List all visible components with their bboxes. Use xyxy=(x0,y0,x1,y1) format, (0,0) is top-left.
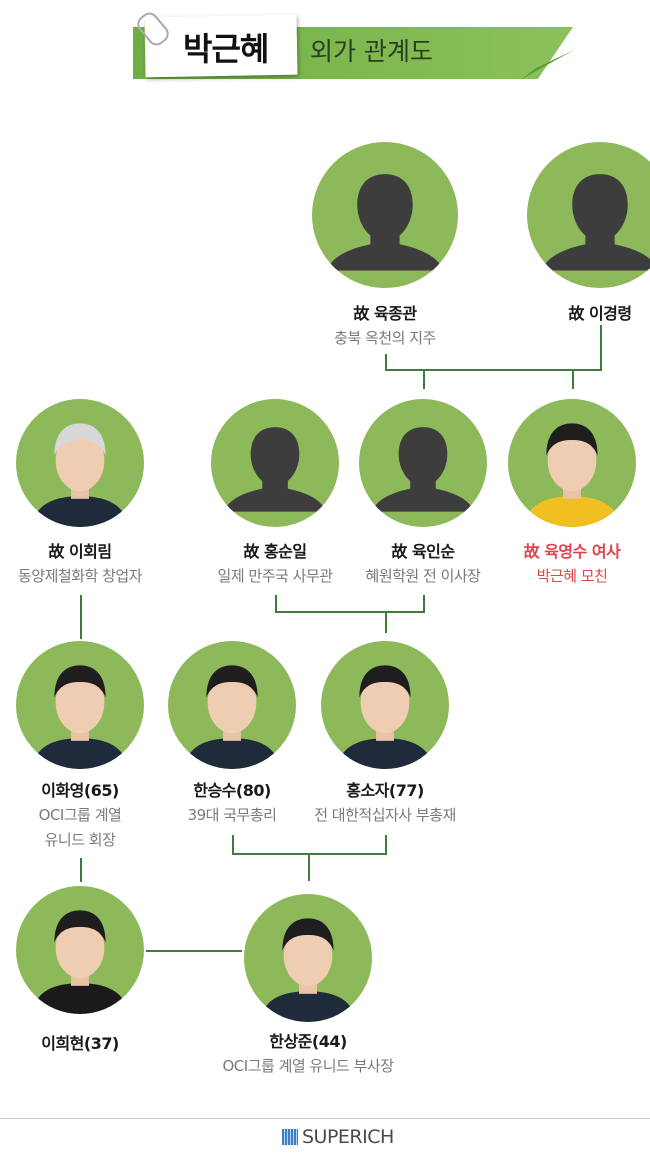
person-photo xyxy=(168,641,296,769)
person-photo xyxy=(16,641,144,769)
superich-logo-icon xyxy=(282,1129,298,1145)
person-silhouette-icon xyxy=(371,427,475,512)
silhouette-photo xyxy=(527,142,650,288)
connector-line xyxy=(423,369,425,389)
person-name: 故 육영수 여사 xyxy=(523,542,621,561)
footer-brand: SUPERICH xyxy=(302,1126,394,1148)
person-photo xyxy=(508,399,636,527)
person-photo xyxy=(244,894,372,1022)
person-portrait-icon xyxy=(31,910,129,1014)
connector-line xyxy=(275,595,277,613)
person-portrait-icon xyxy=(336,665,434,769)
person-description: OCI그룹 계열 xyxy=(38,806,122,824)
person-silhouette-icon xyxy=(541,174,650,271)
person-name: 故 이회림 xyxy=(48,542,112,561)
connector-line xyxy=(572,369,574,389)
person-portrait-icon xyxy=(31,423,129,527)
connector-line xyxy=(423,595,425,613)
silhouette-photo xyxy=(359,399,487,527)
person-photo xyxy=(16,886,144,1014)
page-title: 박근혜 xyxy=(183,30,269,68)
person-name: 홍소자(77) xyxy=(346,781,424,800)
person-photo xyxy=(321,641,449,769)
person-portrait-icon xyxy=(183,665,281,769)
connector-line xyxy=(385,835,387,855)
person-description: 혜원학원 전 이사장 xyxy=(365,567,481,585)
person-description: 일제 만주국 사무관 xyxy=(217,567,333,585)
connector-line xyxy=(146,950,242,952)
connector-line xyxy=(232,835,234,855)
person-description: 39대 국무총리 xyxy=(187,806,277,824)
connector-line xyxy=(80,595,82,639)
person-description: 박근혜 모친 xyxy=(536,567,608,585)
connector-line xyxy=(385,611,387,633)
connector-line xyxy=(308,853,310,881)
person-portrait-icon xyxy=(523,423,621,527)
person-name: 故 홍순일 xyxy=(243,542,307,561)
person-name: 한상준(44) xyxy=(269,1032,347,1051)
connector-line xyxy=(385,369,602,371)
person-silhouette-icon xyxy=(326,174,444,271)
person-description: OCI그룹 계열 유니드 부사장 xyxy=(222,1057,394,1075)
person-photo xyxy=(16,399,144,527)
person-name: 故 육인순 xyxy=(391,542,455,561)
silhouette-photo xyxy=(211,399,339,527)
person-description: 충북 옥천의 지주 xyxy=(334,329,436,347)
footer-logo: SUPERICH xyxy=(282,1126,394,1148)
person-portrait-icon xyxy=(259,918,357,1022)
person-portrait-icon xyxy=(31,665,129,769)
connector-line xyxy=(385,354,387,371)
connector-line xyxy=(600,325,602,371)
person-description: 유니드 회장 xyxy=(44,831,116,849)
connector-line xyxy=(80,858,82,882)
connector-line xyxy=(275,611,425,613)
person-name: 한승수(80) xyxy=(193,781,271,800)
person-name: 이희현(37) xyxy=(41,1034,119,1053)
silhouette-photo xyxy=(312,142,458,288)
person-name: 故 육종관 xyxy=(353,304,417,323)
person-silhouette-icon xyxy=(223,427,327,512)
person-description: 동양제철화학 창업자 xyxy=(18,567,142,585)
person-name: 故 이경령 xyxy=(568,304,632,323)
footer-divider xyxy=(0,1118,650,1119)
person-name: 이화영(65) xyxy=(41,781,119,800)
person-description: 전 대한적십자사 부총재 xyxy=(314,806,456,824)
page-subtitle: 외가 관계도 xyxy=(310,37,433,66)
